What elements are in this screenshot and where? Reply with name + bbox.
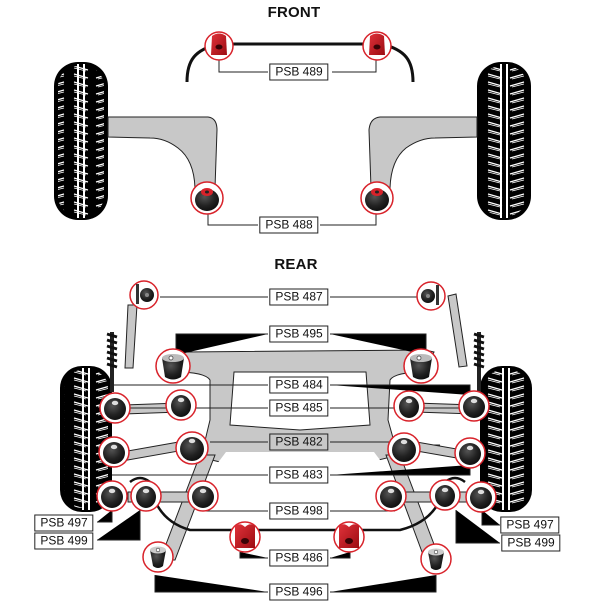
bush-psb488-right[interactable] [360,181,394,215]
front-right-control-arm [368,116,478,189]
bush-psb489-right[interactable] [362,31,392,61]
rear-right-trailing-link [447,293,468,368]
rear-left-trailing-link [124,304,138,369]
bush-psb489-left[interactable] [204,31,234,61]
bush-psb483-left[interactable] [98,436,130,468]
label-psb484[interactable]: PSB 484 [269,376,329,394]
bush-psb499-left[interactable] [130,480,162,512]
label-psb499-right[interactable]: PSB 499 [501,534,561,552]
bush-psb482-left[interactable] [175,431,209,465]
bush-psb499-right[interactable] [429,479,461,511]
label-psb495[interactable]: PSB 495 [269,325,329,343]
rear-anti-roll-bar [129,476,466,532]
bush-psb497-right[interactable] [465,481,497,513]
bush-psb498-left[interactable] [187,480,219,512]
rear-right-spring [473,332,485,392]
label-psb499-left[interactable]: PSB 499 [34,532,94,550]
front-anti-roll-bar [185,42,415,83]
bush-psb498-right[interactable] [375,480,407,512]
bush-psb486-right[interactable] [333,521,365,553]
bush-psb496-right[interactable] [420,543,452,575]
bush-psb485-right-inner[interactable] [393,390,425,422]
label-psb486[interactable]: PSB 486 [269,549,329,567]
bush-psb488-left[interactable] [190,181,224,215]
bush-psb485-left-inner[interactable] [165,389,197,421]
front-right-tyre [477,62,531,220]
bush-psb495-left[interactable] [155,348,191,384]
rear-right-tyre [480,366,532,512]
bush-psb485-left-outer[interactable] [99,392,131,424]
rear-section-title: REAR [274,256,318,273]
label-psb483[interactable]: PSB 483 [269,466,329,484]
bush-psb497-left[interactable] [96,480,128,512]
label-psb489[interactable]: PSB 489 [269,63,329,81]
front-section-title: FRONT [267,4,321,21]
rear-left-tyre [60,366,112,512]
label-psb485[interactable]: PSB 485 [269,399,329,417]
bush-psb496-left[interactable] [142,541,174,573]
bush-psb487-right[interactable] [416,281,446,311]
front-left-tyre [54,62,108,220]
bush-psb485-right-outer[interactable] [458,390,490,422]
label-psb498[interactable]: PSB 498 [269,502,329,520]
bush-psb482-right[interactable] [387,432,421,466]
label-psb488[interactable]: PSB 488 [259,216,319,234]
bush-psb495-right[interactable] [403,348,439,384]
label-psb497-left[interactable]: PSB 497 [34,514,94,532]
rear-left-spring [106,332,118,392]
bush-psb487-left[interactable] [129,280,159,310]
bush-psb483-right[interactable] [454,437,486,469]
label-psb496[interactable]: PSB 496 [269,583,329,601]
front-left-control-arm [107,116,218,189]
label-psb482[interactable]: PSB 482 [269,433,329,451]
bush-psb486-left[interactable] [229,521,261,553]
label-psb487[interactable]: PSB 487 [269,288,329,306]
label-psb497-right[interactable]: PSB 497 [500,516,560,534]
